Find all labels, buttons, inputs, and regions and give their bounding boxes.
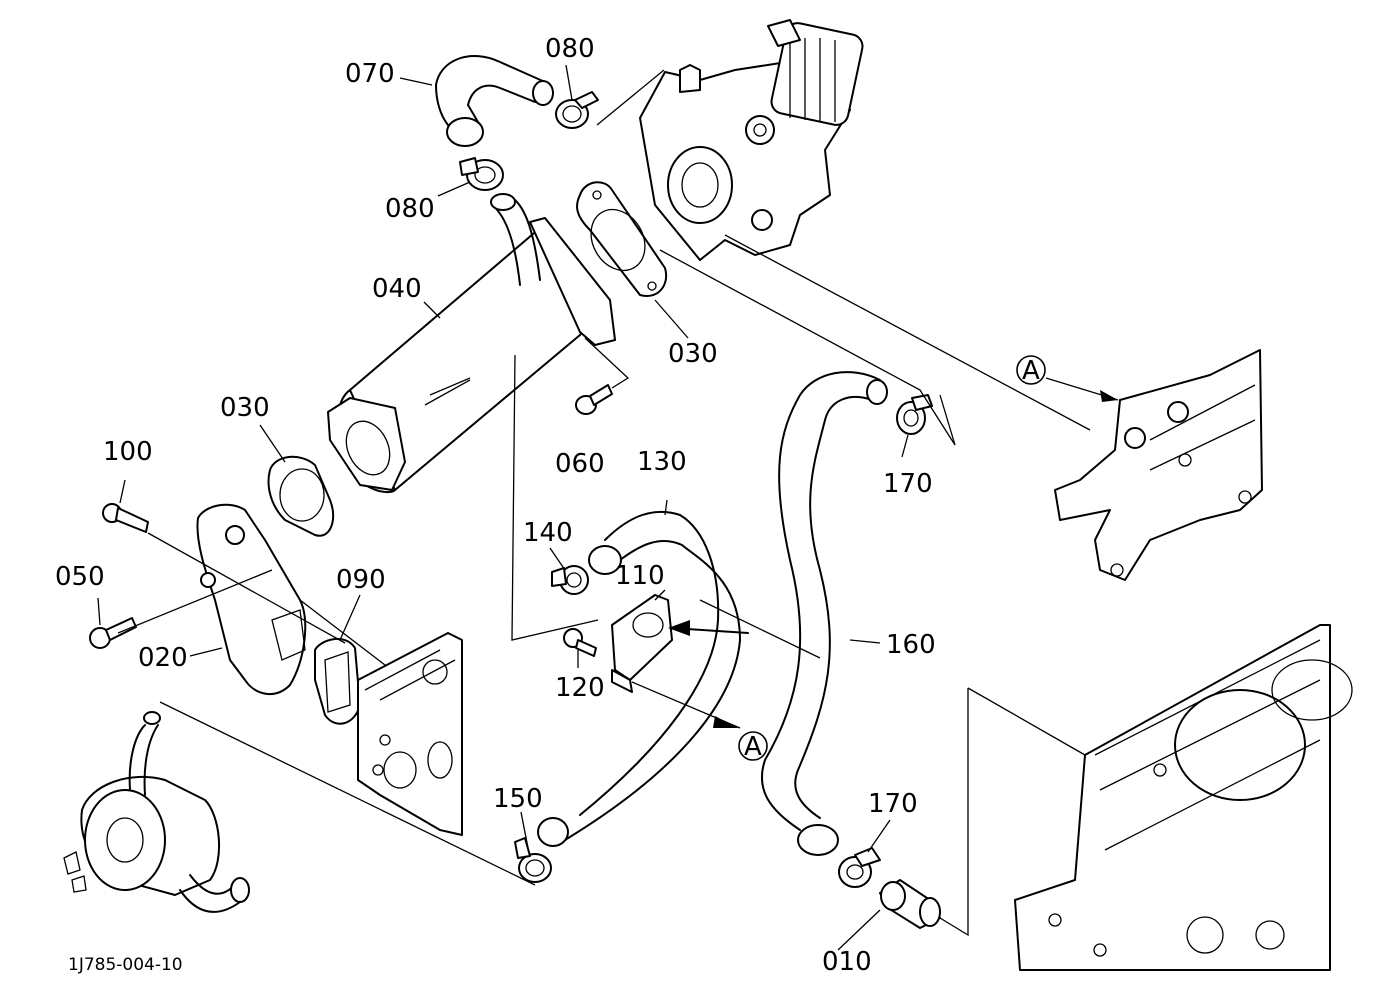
callout-030-upper: 030 xyxy=(668,339,718,369)
callout-050: 050 xyxy=(55,562,105,592)
marker-a-main-label: A xyxy=(744,732,762,762)
clamp-170-lower xyxy=(838,847,881,888)
clip-110 xyxy=(611,594,673,693)
oil-cooler xyxy=(63,711,250,913)
callout-060: 060 xyxy=(555,449,605,479)
callout-090: 090 xyxy=(336,565,386,595)
egr-pipe-020 xyxy=(196,503,307,695)
hose-130 xyxy=(537,510,741,847)
clamp-080-upper xyxy=(555,91,599,129)
gasket-030-lower xyxy=(267,455,335,537)
callout-110: 110 xyxy=(615,561,665,591)
clamp-150 xyxy=(551,565,589,595)
hose-070 xyxy=(435,55,554,147)
bolt-120 xyxy=(563,628,597,657)
callout-130: 130 xyxy=(637,447,687,477)
reference-marker-a-inset: A xyxy=(1016,355,1046,386)
callout-040: 040 xyxy=(372,274,422,304)
callout-070: 070 xyxy=(345,59,395,89)
clamp-080-lower xyxy=(459,157,504,191)
callout-150: 140 xyxy=(523,518,573,548)
callout-160: 160 xyxy=(886,630,936,660)
clamp-140 xyxy=(514,837,552,883)
hose-160 xyxy=(760,371,888,856)
callout-030-lower: 030 xyxy=(220,393,270,423)
callout-labels: 070 080 080 040 030 030 060 100 050 020 … xyxy=(55,34,936,977)
callout-080-lower: 080 xyxy=(385,194,435,224)
callout-100: 100 xyxy=(103,437,153,467)
bolt-050 xyxy=(89,617,137,649)
connector-010 xyxy=(879,879,941,929)
callout-120: 120 xyxy=(555,673,605,703)
callout-080-upper: 080 xyxy=(545,34,595,64)
gasket-030-upper xyxy=(576,181,668,297)
reference-marker-a-main: A xyxy=(738,731,768,762)
drawing-code: 1J785-004-10 xyxy=(68,955,183,975)
callout-010: 010 xyxy=(822,947,872,977)
gasket-090 xyxy=(314,637,361,725)
egr-valve xyxy=(639,19,864,261)
callout-170-lower: 170 xyxy=(868,789,918,819)
cylinder-head-partial xyxy=(357,632,463,836)
egr-cooler-040 xyxy=(327,193,616,494)
arrow-head xyxy=(668,620,690,636)
clamp-170-upper xyxy=(896,394,933,435)
bolt-060 xyxy=(575,384,613,415)
leader-lines xyxy=(97,64,1119,951)
marker-a-inset-label: A xyxy=(1022,356,1040,386)
bolt-100 xyxy=(102,503,149,533)
callout-020: 020 xyxy=(138,643,188,673)
callout-170-upper: 170 xyxy=(883,469,933,499)
inset-a-detail xyxy=(1054,349,1263,581)
callout-140: 150 xyxy=(493,784,543,814)
engine-block-partial xyxy=(1014,624,1353,971)
